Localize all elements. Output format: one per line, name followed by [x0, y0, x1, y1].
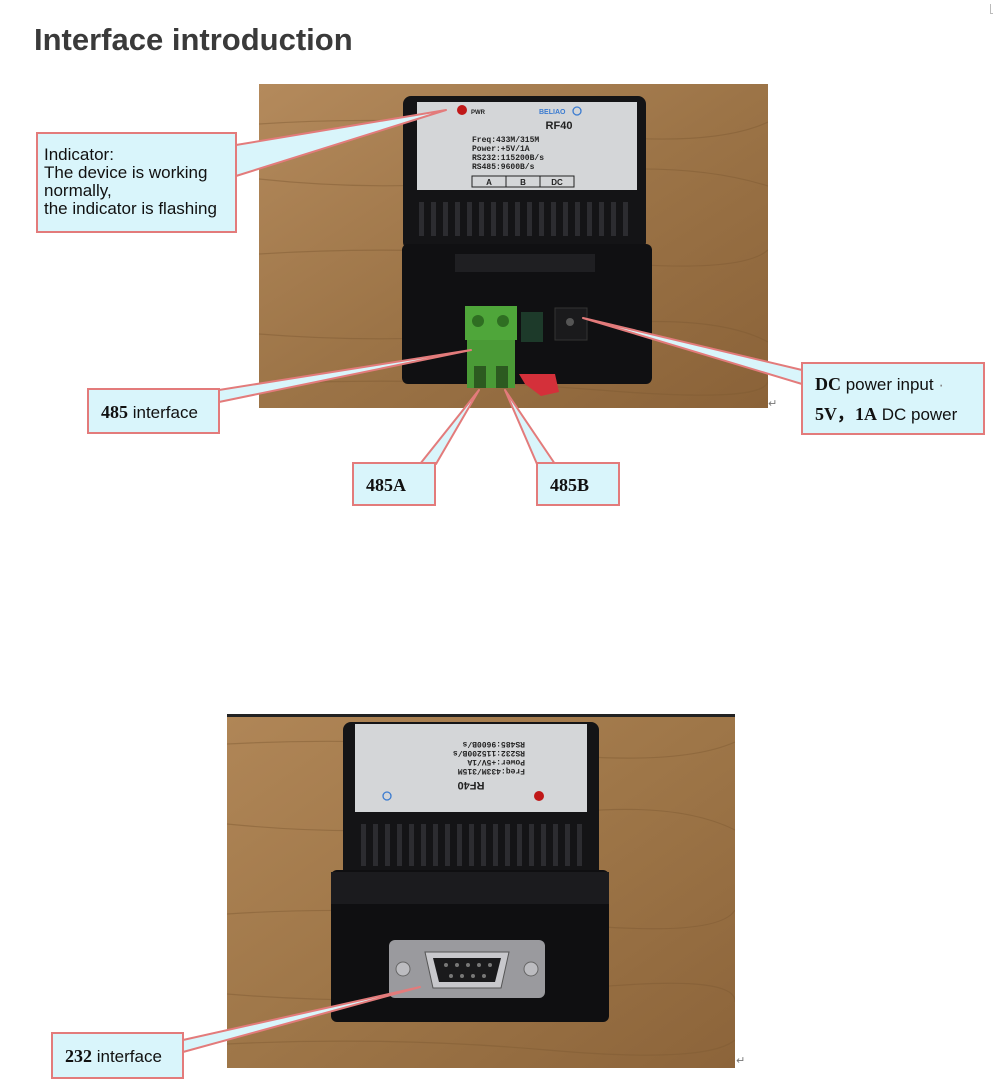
vent-slots: [419, 202, 628, 236]
device-model-text: RF40: [458, 779, 485, 791]
dc-jack-pin: [566, 318, 574, 326]
callout-485b-label: 485B: [550, 475, 590, 495]
dc-label-bold: DC: [815, 374, 841, 394]
db9-screw-left: [395, 961, 411, 977]
callout-485a-label: 485A: [366, 475, 406, 495]
spec-line-rs232: RS232:115200B/s: [472, 154, 544, 163]
terminal-legend-b: B: [520, 178, 526, 187]
terminal-port-a: [474, 366, 486, 388]
dc-label-tick: ·: [938, 375, 945, 394]
pcb-header: [521, 312, 543, 342]
rotated-label-content: RF40 Freq:433M/315M Power:+5V/1A RS232:1…: [453, 739, 525, 791]
terminal-legend-a: A: [486, 178, 492, 187]
indicator-line-1: Indicator:: [44, 145, 114, 164]
device-photo-front-image: RF40 Freq:433M/315M Power:+5V/1A RS232:1…: [227, 714, 735, 1068]
rail-slot: [455, 254, 595, 272]
spec-line-rs485: RS485:9600B/s: [462, 739, 525, 748]
terminal-legend-dc: DC: [551, 178, 563, 187]
callout-485b: 485B: [536, 462, 620, 506]
rail-clip: [331, 872, 609, 904]
device-label-plate: [355, 724, 587, 812]
page-title: Interface introduction: [34, 22, 353, 57]
callout-232-interface: 232 interface: [51, 1032, 184, 1079]
brand-logo-text: BELIAO: [539, 109, 566, 116]
device-photo-side: PWR BELIAO RF40 Freq:433M/315M Power:+5V…: [259, 84, 768, 408]
spec-line-freq: Freq:433M/315M: [458, 766, 525, 775]
pwr-led-icon: [457, 105, 467, 115]
db9-pins: [444, 963, 492, 978]
db9-socket: [433, 958, 501, 982]
terminal-port-b: [496, 366, 508, 388]
device-model-text: RF40: [546, 120, 573, 132]
device-photo-side-image: PWR BELIAO RF40 Freq:433M/315M Power:+5V…: [259, 84, 768, 408]
spec-line-freq: Freq:433M/315M: [472, 136, 539, 145]
corner-mark: [990, 4, 993, 14]
dc-spec-bold: 5V，1A: [815, 404, 877, 424]
callout-485-label: interface: [128, 403, 198, 422]
return-mark-1: ↵: [768, 397, 778, 410]
callout-232-label: interface: [92, 1047, 162, 1066]
vent-slots: [361, 824, 582, 866]
spec-line-power: Power:+5V/1A: [472, 145, 530, 154]
terminal-screw-a: [472, 315, 484, 327]
brand-logo-icon: [572, 106, 582, 116]
device-photo-front: RF40 Freq:433M/315M Power:+5V/1A RS232:1…: [227, 714, 735, 1068]
dc-label-rest: power input: [841, 375, 939, 394]
dc-spec-rest: DC power: [877, 405, 958, 424]
callout-485a: 485A: [352, 462, 436, 506]
callout-232-num: 232: [65, 1046, 92, 1066]
spec-line-power: Power:+5V/1A: [467, 757, 525, 766]
callout-485-num: 485: [101, 402, 128, 422]
db9-screw-right: [523, 961, 539, 977]
terminal-screw-b: [497, 315, 509, 327]
indicator-line-4: the indicator is flashing: [44, 199, 217, 218]
indicator-line-3: normally,: [44, 181, 112, 200]
indicator-line-2: The device is working: [44, 163, 208, 182]
photo-top-edge: [227, 714, 735, 717]
callout-dc-power: DC power input · 5V，1A DC power: [801, 362, 985, 435]
device-label-plate: [417, 102, 637, 190]
callout-indicator: Indicator: The device is working normall…: [36, 132, 237, 233]
callout-485-interface: 485 interface: [87, 388, 220, 434]
brand-logo-icon: [382, 791, 392, 801]
pwr-led-label: PWR: [471, 110, 486, 116]
spec-line-rs485: RS485:9600B/s: [472, 163, 535, 172]
terminal-legend-box: [471, 175, 575, 188]
pwr-led-icon: [534, 791, 544, 801]
return-mark-2: ↵: [736, 1054, 746, 1067]
spec-line-rs232: RS232:115200B/s: [453, 748, 525, 757]
